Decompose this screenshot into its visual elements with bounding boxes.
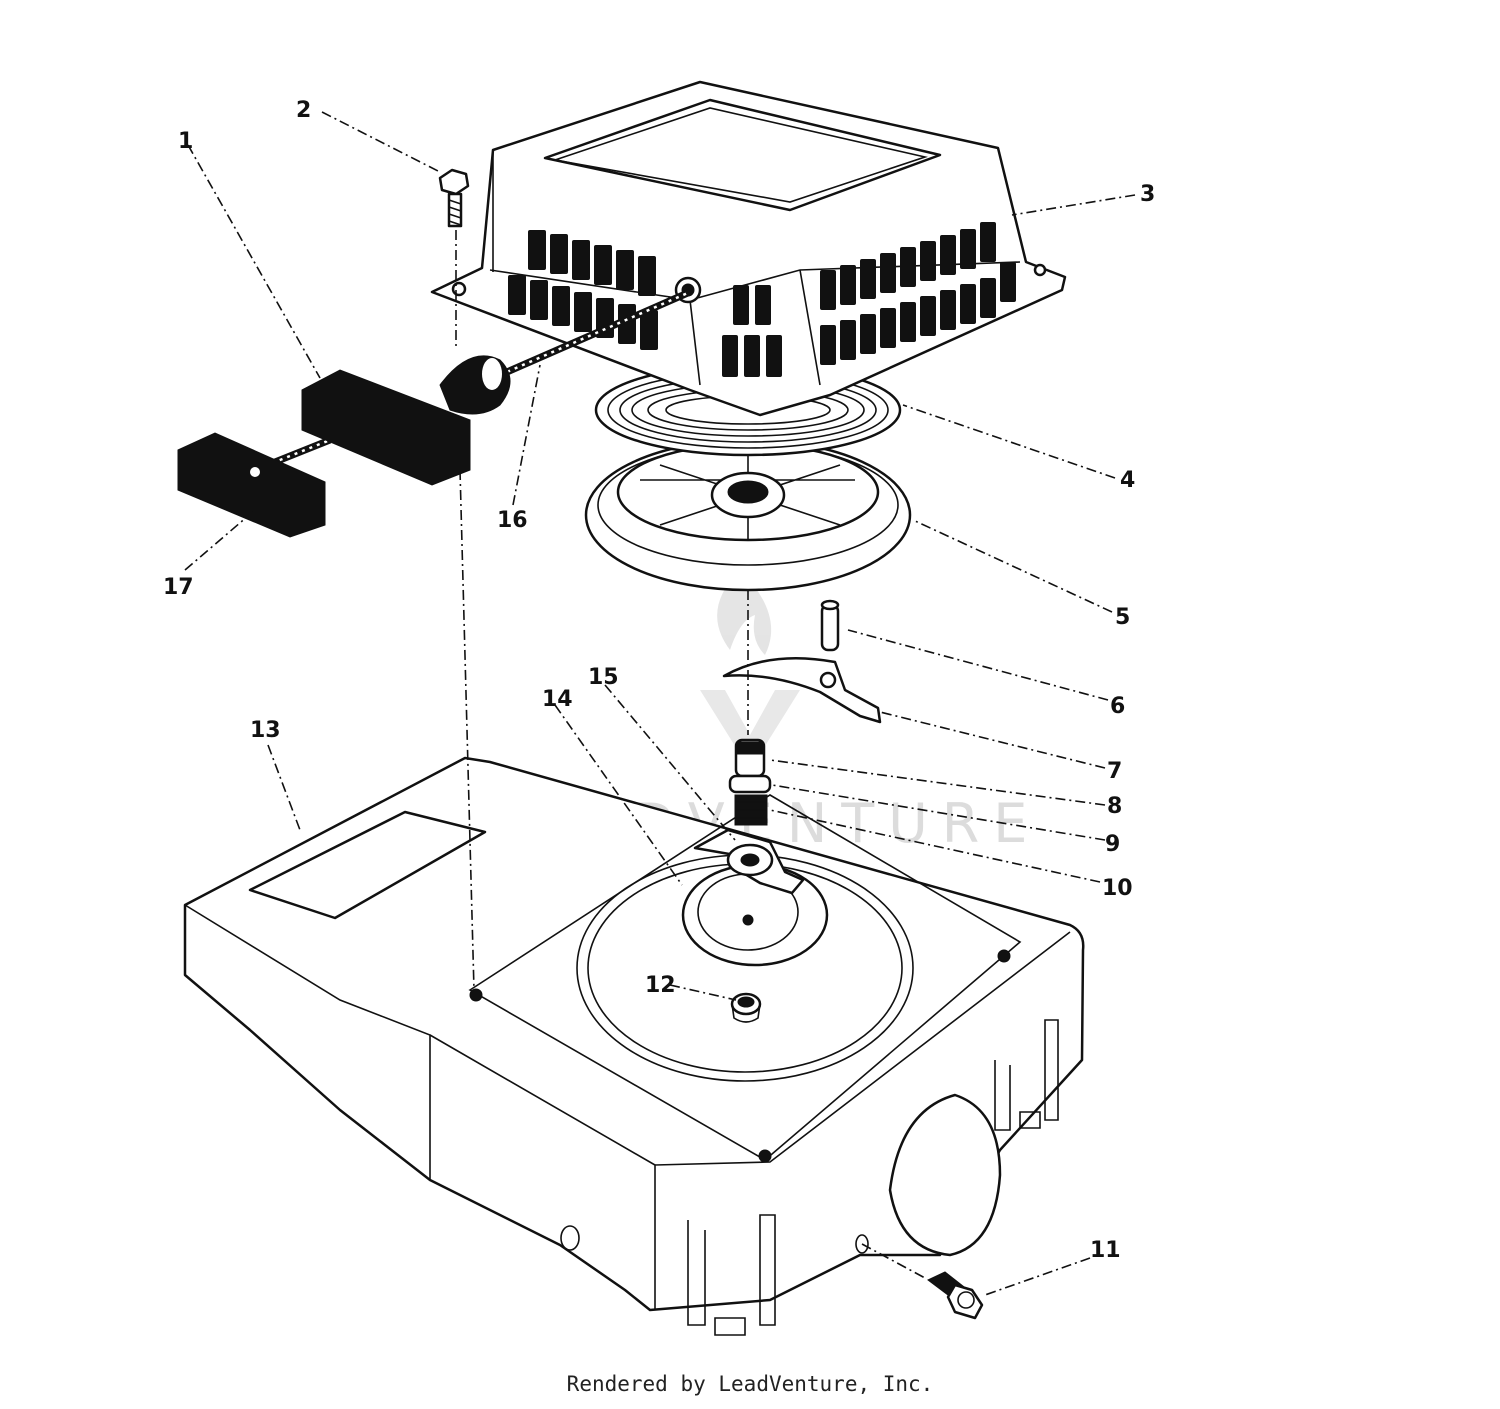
leader-lines (184, 111, 1136, 1296)
callout-11: 11 (1090, 1238, 1121, 1263)
starter-handle (301, 355, 511, 486)
housing-screw (438, 168, 470, 228)
callout-13: 13 (250, 718, 281, 743)
callout-3: 3 (1140, 182, 1155, 207)
callout-numbers: 1 2 3 4 5 6 7 8 9 10 11 12 13 14 15 16 1… (163, 98, 1155, 1263)
callout-4: 4 (1120, 468, 1135, 493)
callout-5: 5 (1115, 605, 1130, 630)
starter-cup (693, 828, 805, 895)
rope-pulley (584, 438, 912, 592)
center-shaft-stack (728, 738, 772, 826)
callout-16: 16 (497, 508, 528, 533)
blower-housing-screw (927, 1271, 984, 1320)
recoil-starter-exploded-diagram: LEADVENTURE (163, 80, 1155, 1336)
callout-12: 12 (645, 973, 676, 998)
callout-2: 2 (296, 98, 311, 123)
handle-insert (177, 432, 326, 538)
callout-6: 6 (1110, 694, 1125, 719)
callout-15: 15 (588, 665, 619, 690)
callout-8: 8 (1107, 794, 1122, 819)
callout-17: 17 (163, 575, 194, 600)
pawl-and-pin (722, 599, 882, 724)
right-vent-slots (820, 222, 1016, 365)
nut (730, 992, 762, 1023)
left-vent-slots (508, 230, 658, 350)
callout-7: 7 (1107, 759, 1122, 784)
callout-1: 1 (178, 129, 193, 154)
starter-housing (430, 80, 1067, 417)
callout-9: 9 (1105, 832, 1120, 857)
callout-10: 10 (1102, 876, 1133, 901)
blower-housing (183, 756, 1085, 1336)
center-vent-slots (722, 285, 782, 377)
footer-credit: Rendered by LeadVenture, Inc. (566, 1372, 934, 1396)
callout-14: 14 (542, 687, 573, 712)
